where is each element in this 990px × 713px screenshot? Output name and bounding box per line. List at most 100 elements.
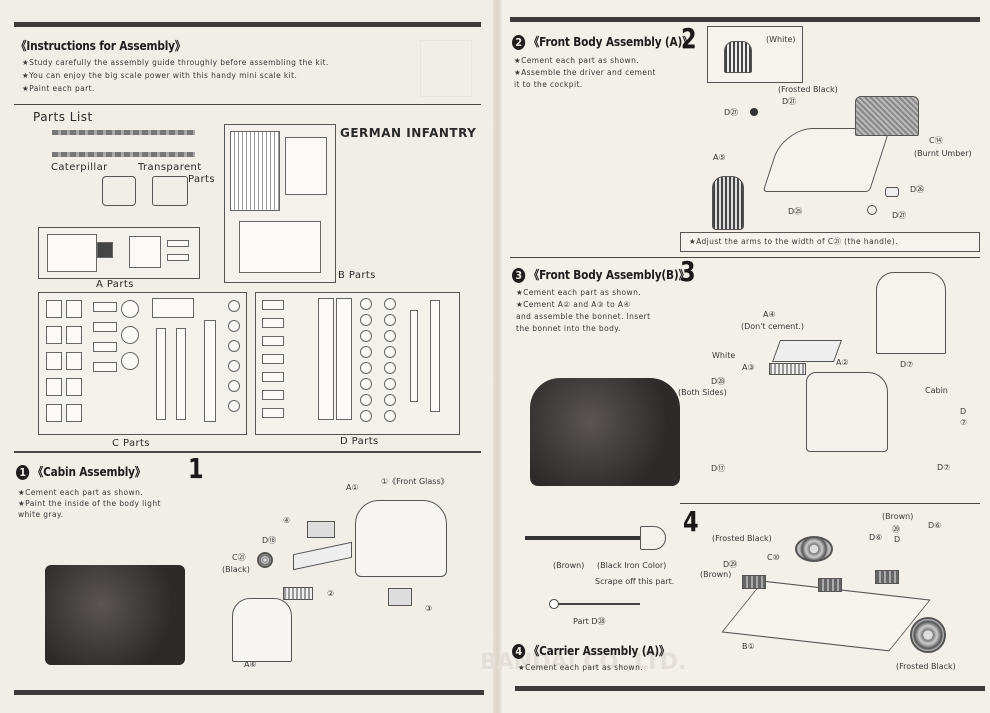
- caterpillar-label: Caterpillar: [51, 162, 108, 173]
- callout-black: (Black): [222, 565, 250, 574]
- spare-wheel-drawing: [910, 617, 946, 653]
- step2-note-1: ★Cement each part as shown.: [514, 56, 640, 65]
- sprue-d-wheel: [360, 362, 372, 374]
- callout-d7-bottom: D⑦: [937, 463, 951, 472]
- step2-title: 《Front Body Assembly (A)》: [528, 35, 693, 49]
- sprue-c-part: [46, 378, 62, 396]
- callout-a1: A①: [346, 483, 359, 492]
- step3-note-3: and assemble the bonnet. Insert: [516, 312, 651, 321]
- step4-note-1: ★Cement each part as shown.: [518, 663, 644, 672]
- callout-c21: C㉑: [232, 553, 246, 562]
- parts-divider: [14, 451, 481, 453]
- callout-both-sides: (Both Sides): [678, 388, 727, 397]
- sprue-d-wheel: [384, 394, 396, 406]
- callout-scrape: Scrape off this part.: [595, 577, 675, 586]
- wheel-c10-drawing: [795, 536, 833, 562]
- sprue-d-part: [262, 390, 284, 400]
- callout-d6-mid: D⑥: [869, 533, 883, 542]
- grille-a5-drawing: [712, 176, 744, 230]
- callout-b1: B①: [742, 642, 755, 651]
- block-d29-right: [875, 570, 899, 584]
- a-parts-label: A Parts: [96, 279, 134, 290]
- callout-a4: A④: [763, 310, 776, 319]
- callout-d26: D㉖: [910, 185, 925, 194]
- block-d29-left: [742, 575, 766, 589]
- rear-view-drawing: [876, 272, 946, 354]
- callout-white-inset: (White): [766, 35, 796, 44]
- step2-tip: ★Adjust the arms to the width of C㉑ (the…: [689, 237, 898, 246]
- step2-badge: 2: [512, 35, 526, 50]
- sprue-c-part: [152, 298, 194, 318]
- sprue-c-part: [93, 342, 117, 352]
- callout-d28: D㉘: [711, 377, 726, 386]
- callout-a6: A⑥: [244, 660, 257, 669]
- callout-burnt-umber: (Burnt Umber): [914, 149, 972, 158]
- step1-title-row: 1《Cabin Assembly》: [16, 463, 145, 480]
- page-gutter: [493, 0, 502, 713]
- b-parts-label: B Parts: [338, 270, 376, 281]
- intro-title: 《Instructions for Assembly》: [16, 39, 186, 53]
- step3-title-row: 3《Front Body Assembly(B)》: [512, 266, 689, 283]
- sprue-a: [38, 227, 200, 279]
- step2-big-number: 2: [681, 22, 697, 55]
- sprue-c-part: [176, 328, 186, 420]
- step1-badge: 1: [16, 465, 30, 480]
- sprue-d-part: [410, 310, 418, 402]
- top-bar-right: [510, 17, 980, 22]
- sprue-c-part: [66, 352, 82, 370]
- front-body-model-photo: [530, 378, 680, 486]
- callout-a3: A③: [742, 363, 755, 372]
- sprue-c-wheel: [121, 300, 139, 318]
- grille-2-drawing: [283, 587, 313, 600]
- sprue-d-wheel: [384, 410, 396, 422]
- transparent-label: Transparent: [138, 162, 202, 173]
- step3-divider: [680, 503, 980, 504]
- sprue-c-part: [204, 320, 216, 422]
- sprue-d-wheel: [384, 298, 396, 310]
- sprue-d-wheel: [360, 298, 372, 310]
- caterpillar-track-2: [52, 152, 195, 157]
- sprue-c-small: [228, 340, 240, 352]
- bottom-bar-left: [14, 690, 484, 695]
- driver-head-d27: [750, 108, 758, 116]
- transparent-parts-label: Parts: [188, 174, 215, 185]
- top-bar-left: [14, 22, 481, 27]
- callout-d18: D⑱: [262, 536, 277, 545]
- callout-d7-top: D⑦: [900, 360, 914, 369]
- grille-a3-drawing: [769, 363, 806, 375]
- sprue-d-wheel: [360, 410, 372, 422]
- step4-big-number: 4: [683, 505, 699, 538]
- grille-inset-drawing: [724, 41, 752, 73]
- callout-frosted-black-bottom: (Frosted Black): [896, 662, 956, 671]
- window-3-drawing: [388, 588, 412, 606]
- callout-d29-left: D㉙: [723, 560, 738, 569]
- step2-divider: [510, 257, 980, 258]
- callout-cabin: Cabin: [925, 386, 948, 395]
- sprue-d: [255, 292, 460, 435]
- intro-note-3: ★Paint each part.: [22, 84, 95, 93]
- sprue-d-part: [430, 300, 440, 412]
- sprue-d-wheel: [360, 394, 372, 406]
- intro-note-2: ★You can enjoy the big scale power with …: [22, 71, 298, 80]
- callout-black-iron: (Black Iron Color): [597, 561, 667, 570]
- callout-c10: C⑩: [767, 553, 780, 562]
- steering-wheel-drawing: [257, 552, 273, 568]
- callout-4: ④: [283, 516, 291, 525]
- callout-d21: D㉑: [782, 97, 797, 106]
- sprue-d-part: [262, 354, 284, 364]
- sprue-d-part: [262, 318, 284, 328]
- callout-d17: D⑰: [711, 464, 726, 473]
- sprue-c-small: [228, 300, 240, 312]
- step3-note-2: ★Cement A② and A③ to A④: [516, 300, 631, 309]
- step1-big-number: 1: [188, 452, 204, 485]
- block-mid: [818, 578, 842, 592]
- sprue-c-part: [66, 378, 82, 396]
- sprue-d-wheel: [360, 346, 372, 358]
- callout-front-glass: ①《Front Glass》: [381, 477, 449, 486]
- step2-note-3: it to the cockpit.: [514, 80, 583, 89]
- sprue-d-wheel: [384, 330, 396, 342]
- sprue-c-small: [228, 400, 240, 412]
- sprue-c-part: [93, 302, 117, 312]
- sprue-c-part: [93, 322, 117, 332]
- sprue-d-part: [262, 300, 284, 310]
